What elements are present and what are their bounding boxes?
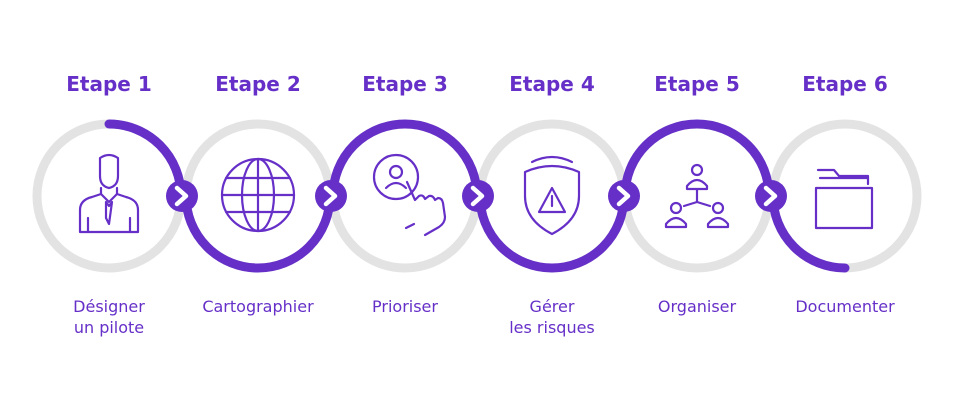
step-title: Etape 3 bbox=[362, 72, 448, 96]
step-label-line: Organiser bbox=[657, 297, 737, 316]
step-label-line: Documenter bbox=[795, 297, 895, 316]
folder-icon bbox=[814, 168, 874, 230]
arrow-icon bbox=[315, 180, 347, 212]
step-title: Etape 4 bbox=[509, 72, 595, 96]
arrow-icon bbox=[755, 180, 787, 212]
step-label: Désigner un pilote bbox=[29, 296, 189, 338]
step-label: Documenter bbox=[765, 296, 925, 317]
step-label-line: Prioriser bbox=[372, 297, 438, 316]
globe-icon bbox=[220, 157, 296, 233]
step-label-line: Désigner bbox=[73, 297, 145, 316]
arrow-icon bbox=[462, 180, 494, 212]
arc-3 bbox=[328, 119, 482, 201]
hand-touch-user-icon bbox=[372, 153, 447, 237]
step-label: Organiser bbox=[617, 296, 777, 317]
step-title: Etape 1 bbox=[66, 72, 152, 96]
step-label-line: Gérer bbox=[529, 297, 575, 316]
step-label: Prioriser bbox=[325, 296, 485, 317]
arc-6 bbox=[768, 191, 850, 273]
step-title: Etape 2 bbox=[215, 72, 301, 96]
arrow-icon bbox=[608, 180, 640, 212]
arc-4 bbox=[475, 191, 629, 273]
org-network-icon bbox=[664, 163, 730, 229]
step-label-line: les risques bbox=[509, 318, 595, 337]
step-title: Etape 5 bbox=[654, 72, 740, 96]
arrow-connectors bbox=[166, 180, 787, 212]
step-label-line: un pilote bbox=[73, 318, 145, 337]
step-title: Etape 6 bbox=[802, 72, 888, 96]
person-tie-icon bbox=[78, 153, 140, 234]
step-label: Cartographier bbox=[178, 296, 338, 317]
arc-5 bbox=[620, 119, 774, 201]
arc-2 bbox=[181, 191, 335, 273]
step-label-line: Cartographier bbox=[202, 297, 314, 316]
arrow-icon bbox=[166, 180, 198, 212]
shield-warning-icon bbox=[523, 155, 581, 236]
step-label: Gérer les risques bbox=[472, 296, 632, 338]
